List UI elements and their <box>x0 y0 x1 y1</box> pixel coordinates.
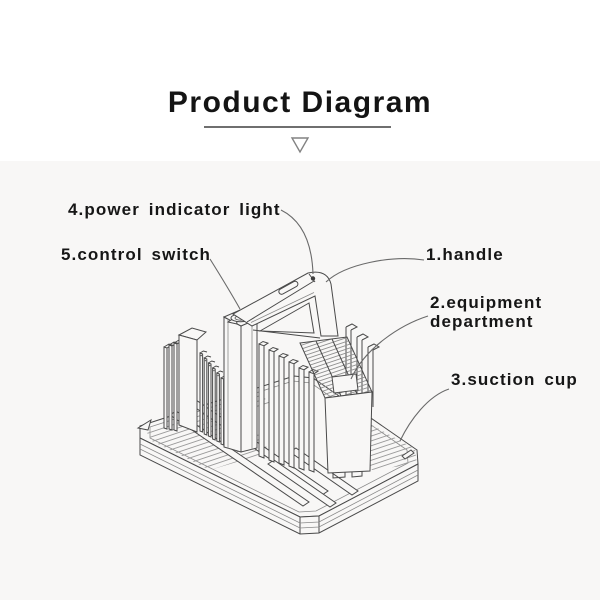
handle-post <box>222 309 259 453</box>
callout-power-indicator-light: 4.power indicator light <box>68 200 281 219</box>
leader-handle <box>325 258 425 283</box>
callout-control-switch: 5.control switch <box>61 245 212 264</box>
callout-suction-cup: 3.suction cup <box>451 370 578 389</box>
leader-control-switch <box>209 258 241 310</box>
fin-stack-back-left <box>163 339 184 432</box>
rim-arrow-mark <box>136 418 152 431</box>
fin-stack-left <box>199 350 228 446</box>
leader-power-indicator-light <box>280 209 314 275</box>
leader-suction-cup <box>399 388 450 442</box>
equipment-block <box>299 336 373 479</box>
callout-handle: 1.handle <box>426 245 504 264</box>
title-underline <box>204 126 391 128</box>
outer-left-plate <box>177 327 208 433</box>
leader-equipment-department <box>350 315 429 380</box>
power-indicator-dot <box>310 276 316 281</box>
fin-stack-mid <box>258 340 320 473</box>
leader-lines <box>209 209 450 442</box>
handle-assembly <box>222 271 339 453</box>
page-title: Product Diagram <box>167 86 433 119</box>
block-notch <box>331 373 359 394</box>
equipment-body <box>163 323 381 479</box>
rim-notch-mark <box>401 449 415 460</box>
handle-slot <box>278 280 299 295</box>
handle-bar <box>232 271 339 339</box>
down-triangle-icon <box>290 137 310 154</box>
callout-equipment-department: 2.equipment department <box>430 293 543 331</box>
